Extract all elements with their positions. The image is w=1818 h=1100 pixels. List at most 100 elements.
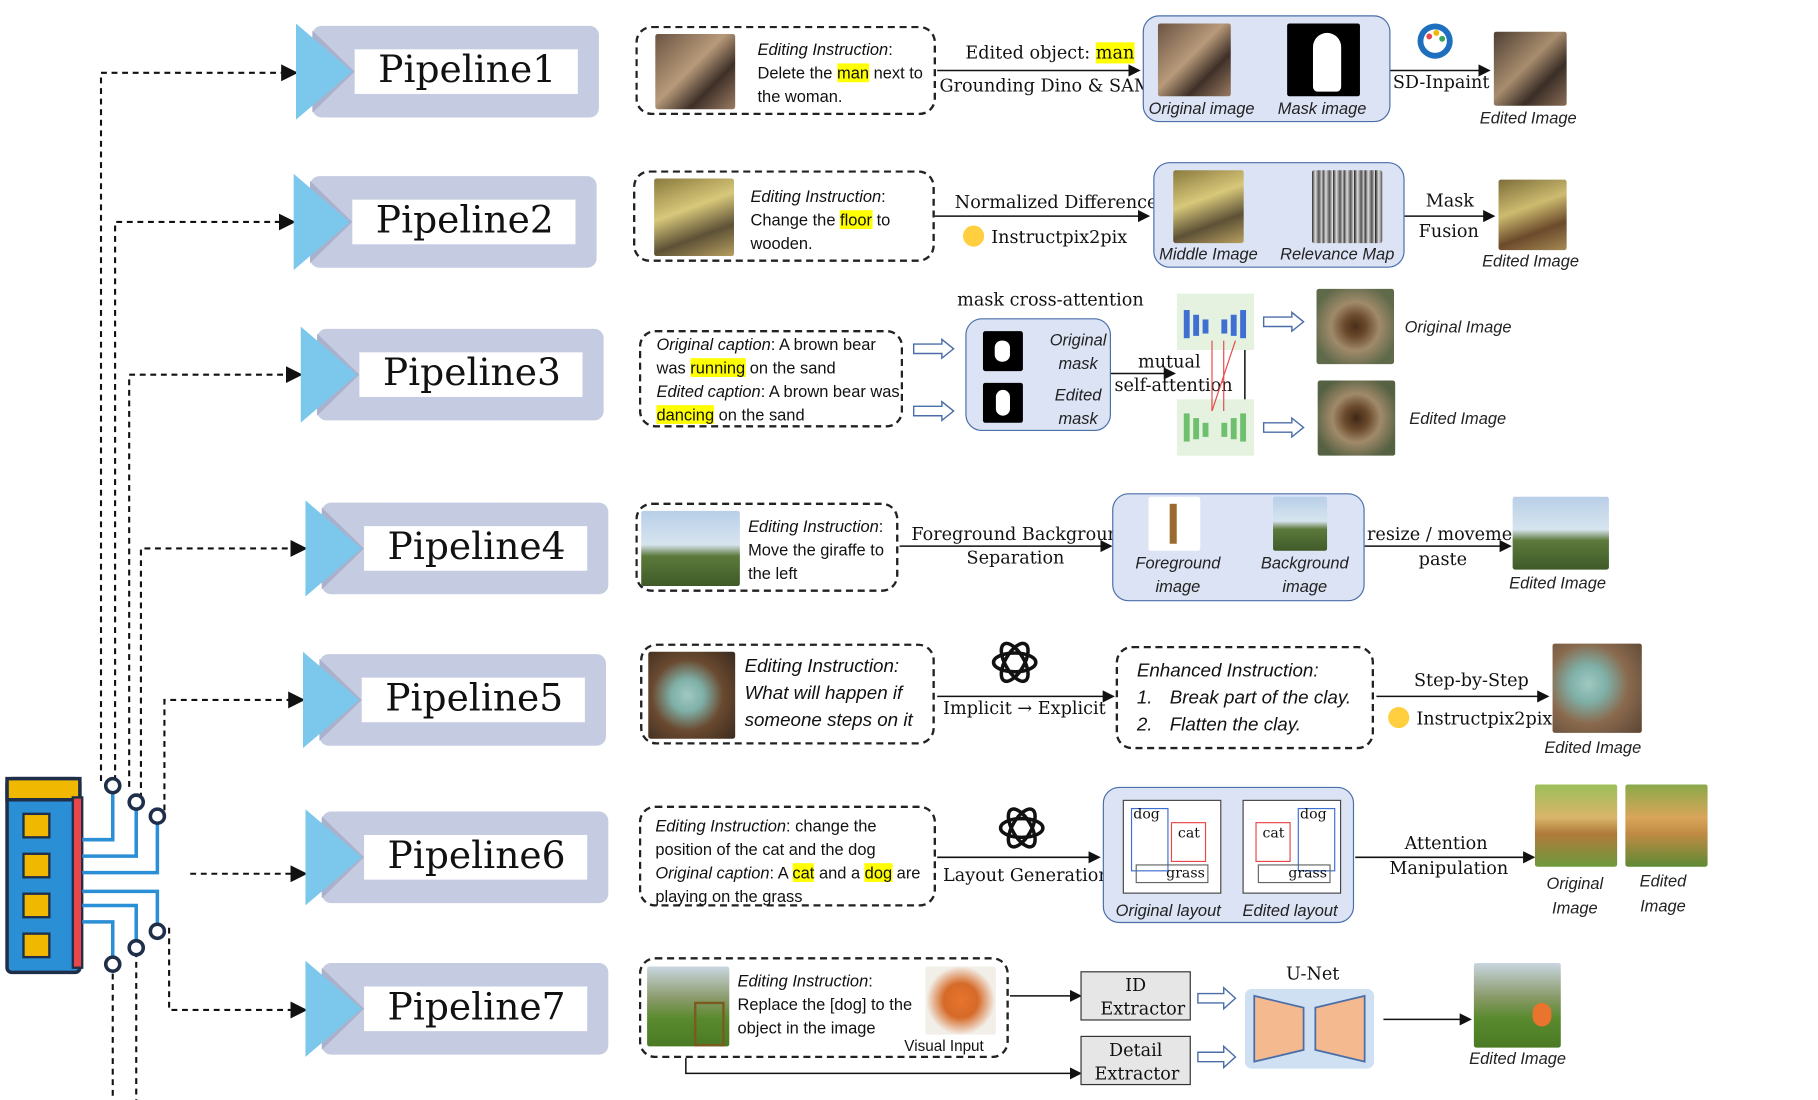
unet-diagram: [1177, 294, 1255, 458]
p7-instruction-text: Editing Instruction:Replace the [dog] to…: [738, 969, 926, 1039]
openai-icon: [989, 637, 1041, 689]
p4-background-photo: [1273, 497, 1327, 551]
p3-original-mask: [983, 331, 1023, 371]
p5-output-photo: [1553, 644, 1642, 733]
p7-detail-extractor: Detail Extractor: [1080, 1036, 1190, 1085]
p4-foreground-caption: Foreground image: [1113, 551, 1242, 598]
p1-mask-photo: [1287, 23, 1360, 96]
p1-output-photo: [1494, 32, 1567, 106]
pipeline2-title: Pipeline2: [376, 197, 554, 242]
p6-edit-dog-label: dog: [1300, 806, 1327, 822]
p2-middle-caption: Middle Image: [1159, 244, 1258, 263]
p1-inpaint: SD-Inpaint: [1393, 72, 1490, 93]
p1-input-photo: [655, 34, 735, 109]
p5-tool: Instructpix2pix: [1388, 707, 1552, 729]
p3-original-photo: [1317, 289, 1395, 364]
p1-instruction-box: Editing Instruction:Delete the man next …: [635, 26, 936, 115]
p6-original-image-caption: Original Image: [1534, 871, 1616, 920]
p5-convert: Implicit → Explicit: [943, 698, 1106, 719]
p6-edited-layout-caption: Edited layout: [1243, 901, 1338, 920]
p1-method: Grounding Dino & SAM: [940, 75, 1152, 96]
p7-input-photo: [647, 967, 729, 1047]
p2-input-photo: [654, 179, 734, 257]
p3-edited-photo: [1318, 381, 1396, 456]
p6-edited-image-caption: Edited Image: [1623, 869, 1703, 918]
pipeline1-block: Pipeline1: [296, 23, 601, 119]
p3-mask-cross: mask cross-attention: [957, 289, 1144, 310]
p2-instruction-text: Editing Instruction:Change the floor to …: [750, 184, 926, 254]
p5-instruction-box: Editing Instruction:What will happen if …: [640, 644, 935, 745]
p2-instruction-box: Editing Instruction:Change the floor to …: [633, 170, 935, 262]
p3-edited-image-caption: Edited Image: [1409, 409, 1506, 428]
p6-instruction-box: Editing Instruction: change the position…: [639, 806, 936, 907]
pipeline6-title: Pipeline6: [388, 833, 566, 878]
p2-relevance-map: [1312, 170, 1382, 243]
p2-module: Middle Image Relevance Map: [1153, 162, 1404, 268]
openai-icon: [996, 802, 1048, 854]
p7-visual-input-caption: Visual Input: [904, 1035, 984, 1058]
p6-original-layout-caption: Original layout: [1116, 901, 1221, 920]
p2-step1: Normalized Difference: [955, 191, 1158, 212]
p4-output-caption: Edited Image: [1509, 573, 1606, 592]
p5-step: Step-by-Step: [1414, 669, 1529, 690]
p5-enhanced-text: Enhanced Instruction: 1.Break part of th…: [1137, 658, 1377, 739]
p4-foreground-photo: [1149, 497, 1201, 551]
p6-manipulation: Manipulation: [1389, 857, 1508, 878]
pipeline7-block: Pipeline7: [305, 961, 610, 1057]
p7-unet-shape: [1245, 989, 1374, 1069]
pipeline4-title: Pipeline4: [388, 524, 566, 569]
p4-step2b: paste: [1419, 548, 1467, 569]
p4-instruction-box: Editing Instruction:Move the giraffe to …: [635, 503, 898, 592]
p2-output-photo: [1499, 180, 1567, 250]
p6-edited-photo: [1625, 784, 1707, 866]
p2-relevance-caption: Relevance Map: [1280, 244, 1394, 263]
pipeline1-title: Pipeline1: [378, 47, 556, 92]
p6-original-photo: [1535, 784, 1617, 866]
p7-unet-label: U-Net: [1286, 963, 1339, 984]
p2-tool: Instructpix2pix: [963, 225, 1127, 247]
p6-orig-cat-label: cat: [1178, 824, 1200, 840]
p6-edit-grass-label: grass: [1288, 864, 1327, 880]
p5-input-photo: [648, 652, 735, 739]
pipeline2-block: Pipeline2: [294, 174, 599, 270]
hugging-face-icon: [1388, 707, 1409, 728]
p4-input-photo: [641, 511, 740, 586]
p4-step1b: Separation: [967, 547, 1065, 568]
p1-edited-object: Edited object: man: [965, 42, 1134, 63]
chip-icon: [0, 769, 176, 980]
p1-instruction-text: Editing Instruction:Delete the man next …: [757, 38, 933, 108]
p4-step2a: resize / movement: [1367, 524, 1531, 545]
p6-original-layout: dog cat grass: [1123, 800, 1222, 894]
p4-module: Foreground image Background image: [1112, 493, 1364, 601]
pipeline5-block: Pipeline5: [303, 652, 608, 748]
p5-instruction-text: Editing Instruction:What will happen if …: [745, 653, 933, 734]
p1-mask-caption: Mask image: [1278, 99, 1367, 118]
p7-visual-photo: [925, 967, 995, 1035]
p7-output-caption: Edited Image: [1469, 1049, 1566, 1068]
p1-original-caption: Original image: [1149, 99, 1255, 118]
p6-orig-grass-label: grass: [1166, 864, 1205, 880]
p6-orig-dog-label: dog: [1133, 806, 1160, 822]
p3-original-mask-caption: Original mask: [1044, 328, 1112, 375]
p4-instruction-text: Editing Instruction:Move the giraffe to …: [748, 514, 901, 584]
pipeline6-block: Pipeline6: [305, 809, 610, 905]
p7-instruction-box: Editing Instruction:Replace the [dog] to…: [639, 957, 1009, 1058]
p2-mask-label: Mask: [1426, 190, 1474, 211]
hugging-face-icon: [963, 225, 984, 246]
p3-caption-box: Original caption: A brown bear was runni…: [639, 330, 903, 427]
p1-output-caption: Edited Image: [1480, 108, 1577, 127]
p1-original-photo: [1158, 23, 1231, 96]
pipeline3-block: Pipeline3: [301, 326, 606, 422]
palette-icon: [1415, 21, 1455, 61]
p3-edited-mask-caption: Edited mask: [1044, 383, 1112, 430]
p6-edit-cat-label: cat: [1262, 824, 1284, 840]
p3-original-image-caption: Original Image: [1405, 317, 1512, 336]
p6-edited-layout: dog cat grass: [1243, 800, 1342, 894]
pipeline4-block: Pipeline4: [305, 500, 610, 596]
p5-enhanced-box: Enhanced Instruction: 1.Break part of th…: [1116, 646, 1374, 749]
p3-mask-module: Original mask Edited mask: [965, 318, 1111, 431]
pipeline3-title: Pipeline3: [383, 350, 561, 395]
p7-output-photo: [1474, 963, 1561, 1048]
p2-output-caption: Edited Image: [1482, 251, 1579, 270]
p4-background-caption: Background image: [1240, 551, 1369, 598]
